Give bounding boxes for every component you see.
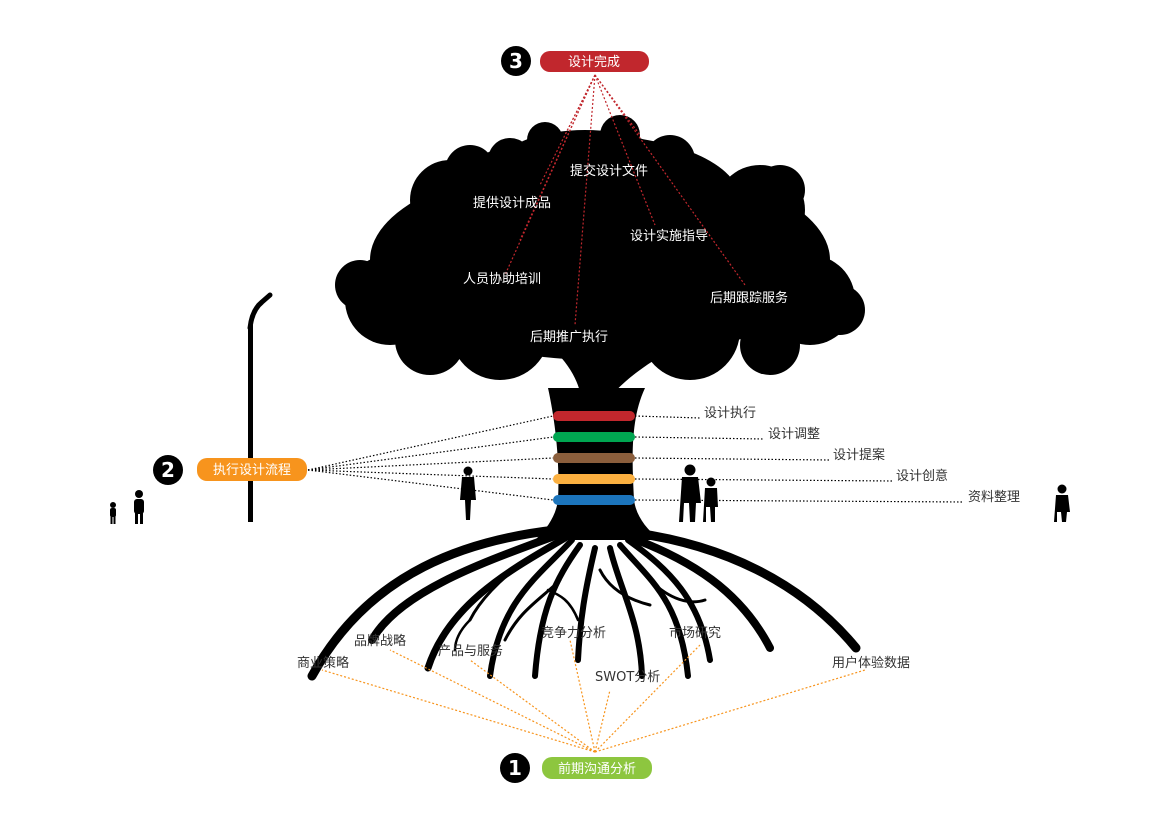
band-data-organize <box>553 495 635 505</box>
band-label-0: 设计执行 <box>704 406 756 421</box>
crown-label-implement-guide: 设计实施指导 <box>630 229 708 244</box>
person-silhouette-couple <box>679 464 718 522</box>
stage-3-pill <box>540 51 649 72</box>
root-label-products-services: 产品与服务 <box>438 643 503 659</box>
stage-1-number-badge <box>500 753 530 783</box>
crown-label-provide-product: 提供设计成品 <box>473 195 551 211</box>
stage-1-pill <box>542 757 652 779</box>
trunk-bands <box>553 411 635 505</box>
band-left-line-4 <box>307 469 554 501</box>
person-silhouette-right <box>1054 484 1070 522</box>
tree-roots <box>307 525 861 681</box>
crown-line-7 <box>594 74 641 136</box>
root-label-swot: SWOT分析 <box>595 670 660 685</box>
stage-2-number-badge <box>153 455 183 485</box>
band-labels: 设计执行 设计调整 设计提案 设计创意 资料整理 <box>704 406 1020 505</box>
band-label-1: 设计调整 <box>768 427 820 442</box>
root-label-brand-strategy: 品牌战略 <box>354 633 406 649</box>
band-label-3: 设计创意 <box>896 468 948 484</box>
crown-label-staff-training: 人员协助培训 <box>463 271 541 287</box>
band-label-4: 资料整理 <box>968 490 1020 505</box>
crown-line-5 <box>594 74 656 226</box>
stage-3-label: 设计完成 <box>568 55 620 70</box>
stage-1-marker: 1 前期沟通分析 <box>500 753 652 783</box>
band-right-line-3 <box>634 478 893 482</box>
band-design-creative <box>553 474 635 484</box>
root-line-3 <box>569 639 596 753</box>
root-line-4 <box>594 689 611 753</box>
stage-3-number: 3 <box>509 49 523 73</box>
person-silhouette-walking-left <box>460 466 476 520</box>
stage-3-marker: 3 设计完成 <box>501 46 649 76</box>
stage-2-marker: 2 执行设计流程 <box>153 455 307 485</box>
stage-2-number: 2 <box>161 458 175 482</box>
crown-line-4 <box>574 74 596 326</box>
root-line-0 <box>321 669 596 753</box>
crown-label-follow-up: 后期跟踪服务 <box>710 290 788 306</box>
band-left-line-2 <box>307 457 554 471</box>
band-design-proposal <box>553 453 635 463</box>
band-design-adjust <box>553 432 635 442</box>
root-line-2 <box>469 659 596 753</box>
band-right-line-0 <box>634 415 701 419</box>
tree-trunk <box>535 388 660 540</box>
person-silhouette-far-left <box>134 490 144 524</box>
root-label-ux-data: 用户体验数据 <box>832 655 910 671</box>
crown-line-1 <box>539 74 596 186</box>
band-right-line-2 <box>634 457 830 461</box>
root-line-6 <box>594 669 866 753</box>
band-left-line-3 <box>307 469 554 480</box>
root-connector-lines <box>321 639 866 753</box>
stage-2-label: 执行设计流程 <box>213 463 291 478</box>
stage-1-number: 1 <box>508 756 522 780</box>
root-label-business-strategy: 商业策略 <box>297 655 349 671</box>
crown-label-submit-files: 提交设计文件 <box>570 163 648 179</box>
crown-labels: 提交设计文件 提供设计成品 设计实施指导 人员协助培训 后期跟踪服务 后期推广执… <box>463 163 788 345</box>
band-left-line-0 <box>307 415 554 471</box>
stage-1-label: 前期沟通分析 <box>558 761 636 777</box>
root-label-competition: 竞争力分析 <box>541 625 606 641</box>
stage-3-number-badge <box>501 46 531 76</box>
band-label-2: 设计提案 <box>833 447 885 463</box>
root-labels: 商业策略 品牌战略 产品与服务 竞争力分析 SWOT分析 市场研究 用户体验数据 <box>297 625 910 685</box>
crown-line-3 <box>504 74 596 276</box>
root-line-5 <box>594 644 701 753</box>
street-lamp <box>247 292 273 522</box>
crown-line-6 <box>594 74 746 286</box>
band-right-line-1 <box>634 436 765 440</box>
band-right-line-4 <box>634 499 965 503</box>
crown-label-promotion: 后期推广执行 <box>530 330 608 345</box>
band-left-line-1 <box>307 436 554 471</box>
crown-connector-lines <box>504 74 746 326</box>
root-label-market-research: 市场研究 <box>669 625 721 641</box>
tree-crown <box>335 115 865 380</box>
band-design-execute <box>553 411 635 421</box>
person-silhouette-far-left-small <box>110 502 116 524</box>
stage-2-pill <box>197 458 307 481</box>
band-connector-lines <box>307 415 965 503</box>
